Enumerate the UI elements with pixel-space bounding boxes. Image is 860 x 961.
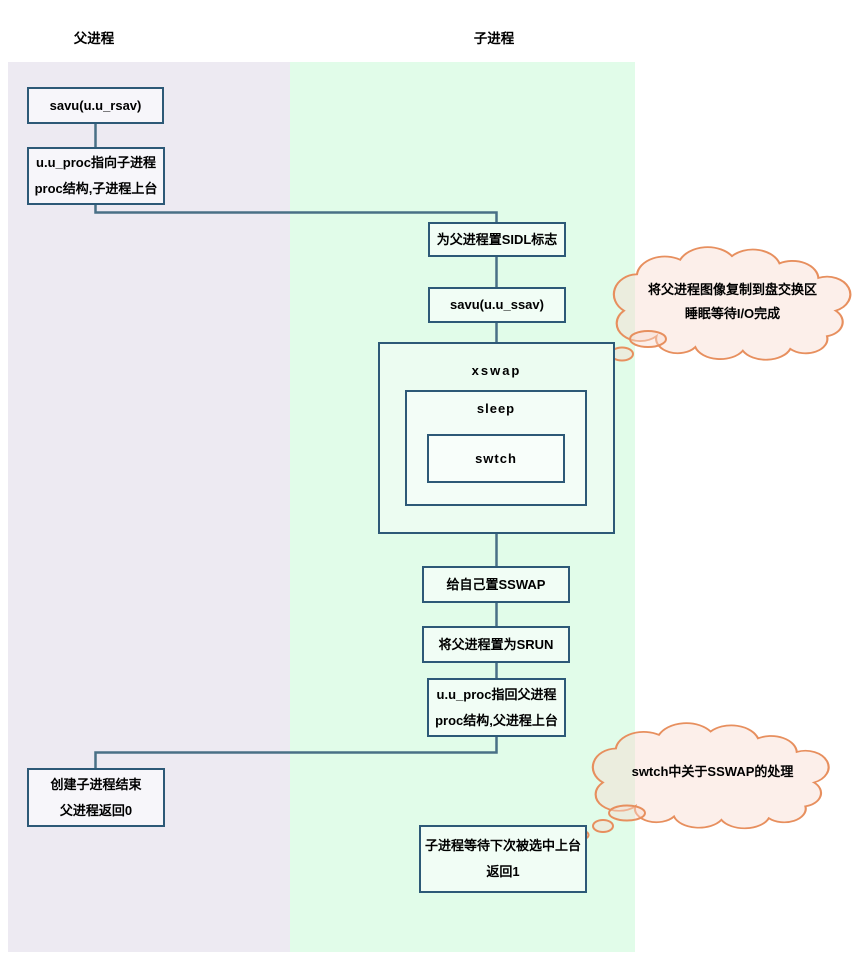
thought-trail-bubble [592, 819, 614, 833]
node-label: swtch [475, 450, 517, 466]
thought-cloud-swtch-sswap [591, 722, 830, 830]
thought-text-swap-io: 将父进程图像复制到盘交换区 睡眠等待I/O完成 [615, 252, 850, 352]
node-label-line2: 返回1 [486, 864, 520, 879]
node-label: 给自己置SSWAP [446, 576, 546, 592]
node-set-sidl: 为父进程置SIDL标志 [428, 222, 566, 257]
connector-line [94, 205, 498, 222]
parent-lane-title: 父进程 [73, 31, 115, 46]
node-label-line1: u.u_proc指回父进程 [436, 686, 557, 702]
thought-line1: swtch中关于SSWAP的处理 [631, 764, 794, 779]
node-label-line2: proc结构,父进程上台 [435, 712, 558, 728]
node-label-line2: 父进程返回0 [59, 802, 133, 818]
node-label-line1: 子进程等待下次被选中上台 [424, 838, 581, 853]
connector-lines [94, 124, 498, 768]
node-label-line2: proc结构,子进程上台 [34, 181, 158, 196]
thought-line1: 将父进程图像复制到盘交换区 [647, 282, 817, 297]
thought-line2: 睡眠等待I/O完成 [684, 306, 781, 321]
node-label-line1: 创建子进程结束 [50, 776, 142, 792]
node-parent-return-0: 创建子进程结束 父进程返回0 [27, 768, 165, 827]
child-lane-title: 子进程 [473, 31, 515, 46]
thought-text-swtch-sswap: swtch中关于SSWAP的处理 [595, 740, 830, 804]
node-swtch: swtch [427, 434, 565, 483]
node-label: savu(u.u_ssav) [450, 297, 544, 312]
connector-line [94, 737, 498, 768]
node-savu-rsav: savu(u.u_rsav) [27, 87, 164, 124]
node-set-srun: 将父进程置为SRUN [422, 626, 570, 663]
node-set-sswap: 给自己置SSWAP [422, 566, 570, 603]
thought-trail-bubble [629, 330, 667, 348]
node-uproc-points-parent: u.u_proc指回父进程 proc结构,父进程上台 [427, 678, 566, 737]
node-savu-ssav: savu(u.u_ssav) [428, 287, 566, 323]
node-label: savu(u.u_rsav) [49, 97, 142, 113]
node-label-line1: u.u_proc指向子进程 [36, 155, 156, 170]
node-uproc-points-child: u.u_proc指向子进程 proc结构,子进程上台 [27, 147, 165, 205]
node-label: 将父进程置为SRUN [438, 636, 554, 652]
node-label: xswap [471, 363, 522, 378]
thought-trail-bubble [608, 804, 646, 822]
node-label: 为父进程置SIDL标志 [436, 231, 558, 247]
node-child-return-1: 子进程等待下次被选中上台 返回1 [419, 825, 587, 893]
thought-cloud-swap-io [612, 246, 852, 361]
node-label: sleep [476, 401, 516, 416]
